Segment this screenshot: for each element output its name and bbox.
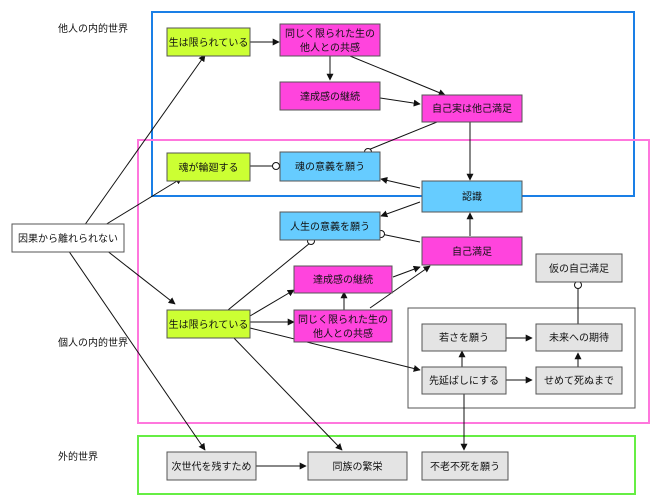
edge-causality-to-next-generation xyxy=(67,249,206,451)
deferral-subgroup-frame xyxy=(407,307,636,409)
edge-life-limited-mid-to-clan-prosperity xyxy=(231,335,343,451)
node-life-limited-mid: 生は限られている xyxy=(166,309,251,339)
connector-soul-reincarnation xyxy=(272,162,280,170)
connector-false-satisfaction xyxy=(574,281,582,289)
edge-life-limited-mid-to-life-meaning xyxy=(227,242,311,311)
node-at-least-until-death-label: せめて死ぬまで xyxy=(544,375,614,387)
edges xyxy=(67,38,582,470)
node-procrastinate: 先延ばしにする xyxy=(421,366,507,395)
edge-empathy-top-to-self-is-other xyxy=(349,55,446,96)
edge-self-is-other-to-soul-meaning xyxy=(367,121,438,151)
others-inner-world-frame xyxy=(151,11,635,197)
node-soul-reincarnation-label: 魂が輪廻する xyxy=(179,161,239,174)
node-at-least-until-death: せめて死ぬまで xyxy=(535,366,623,395)
node-achievement-top-label: 達成感の継続 xyxy=(300,90,360,103)
node-life-limited-top: 生は限られている xyxy=(166,27,251,57)
node-life-meaning: 人生の意義を願う xyxy=(279,211,381,241)
edge-recognition-to-soul-meaning xyxy=(380,177,421,189)
node-recognition-label: 認識 xyxy=(462,190,482,203)
node-achievement-top: 達成感の継続 xyxy=(279,81,381,111)
node-empathy-top-label-2: 他人との共感 xyxy=(300,41,360,54)
external-world-frame xyxy=(137,435,636,495)
node-self-is-other: 自己実は他己満足 xyxy=(421,94,523,123)
node-procrastinate-label: 先延ばしにする xyxy=(429,375,499,387)
node-life-limited-top-label: 生は限られている xyxy=(169,36,249,49)
node-wish-youth-label: 若さを願う xyxy=(439,331,489,344)
node-empathy-mid-label-2: 他人との共感 xyxy=(313,327,373,340)
node-causality-label: 因果から離れられない xyxy=(18,232,118,245)
node-self-satisfaction: 自己満足 xyxy=(421,236,523,266)
node-clan-prosperity-label: 同族の繁栄 xyxy=(333,460,383,473)
node-clan-prosperity: 同族の繁栄 xyxy=(307,451,408,481)
node-self-satisfaction-label: 自己満足 xyxy=(452,245,492,258)
node-wish-immortality: 不老不死を願う xyxy=(421,451,509,481)
node-soul-reincarnation: 魂が輪廻する xyxy=(166,152,251,182)
node-future-hope: 未来への期待 xyxy=(535,323,623,352)
node-causality: 因果から離れられない xyxy=(11,223,125,253)
node-soul-meaning: 魂の意義を願う xyxy=(279,151,381,182)
edge-self-satisfaction-to-life-meaning xyxy=(380,233,421,243)
region-label-personal-inner: 個人の内的世界 xyxy=(58,336,128,349)
node-wish-immortality-label: 不老不死を願う xyxy=(430,460,500,473)
edge-achievement-mid-to-self-satisfaction xyxy=(392,265,421,278)
node-empathy-mid: 同じく限られた生の 他人との共感 xyxy=(293,309,393,343)
region-label-external: 外的世界 xyxy=(58,450,98,463)
edge-achievement-top-to-self-is-other xyxy=(379,97,421,107)
edge-causality-to-soul-reincarnation xyxy=(99,177,183,229)
node-empathy-top-label-1: 同じく限られた生の xyxy=(285,27,375,40)
node-false-satisfaction: 仮の自己満足 xyxy=(535,253,623,283)
node-life-meaning-label: 人生の意義を願う xyxy=(290,220,370,233)
node-false-satisfaction-label: 仮の自己満足 xyxy=(549,262,609,275)
node-recognition: 認識 xyxy=(421,180,523,213)
edge-recognition-to-life-meaning xyxy=(380,201,421,218)
edge-life-limited-mid-to-achievement-mid xyxy=(249,289,295,317)
node-soul-meaning-label: 魂の意義を願う xyxy=(295,160,365,173)
region-label-others-inner: 他人の内的世界 xyxy=(58,22,128,35)
node-next-generation-label: 次世代を残すため xyxy=(172,460,252,473)
edge-empathy-mid-to-self-satisfaction xyxy=(369,265,431,309)
node-achievement-mid: 達成感の継続 xyxy=(293,265,393,294)
node-achievement-mid-label: 達成感の継続 xyxy=(313,273,373,286)
node-next-generation: 次世代を残すため xyxy=(166,451,257,481)
node-self-is-other-label: 自己実は他己満足 xyxy=(432,102,512,115)
edge-causality-to-life-limited-mid xyxy=(105,249,176,305)
node-empathy-mid-label-1: 同じく限られた生の xyxy=(298,313,388,326)
node-wish-youth: 若さを願う xyxy=(421,323,507,352)
node-life-limited-mid-label: 生は限られている xyxy=(169,318,249,331)
node-empathy-top: 同じく限られた生の 他人との共感 xyxy=(279,23,381,57)
node-future-hope-label: 未来への期待 xyxy=(549,331,609,344)
edge-life-limited-mid-to-procrastinate xyxy=(249,327,421,372)
edge-causality-to-life-limited-top xyxy=(83,54,206,227)
